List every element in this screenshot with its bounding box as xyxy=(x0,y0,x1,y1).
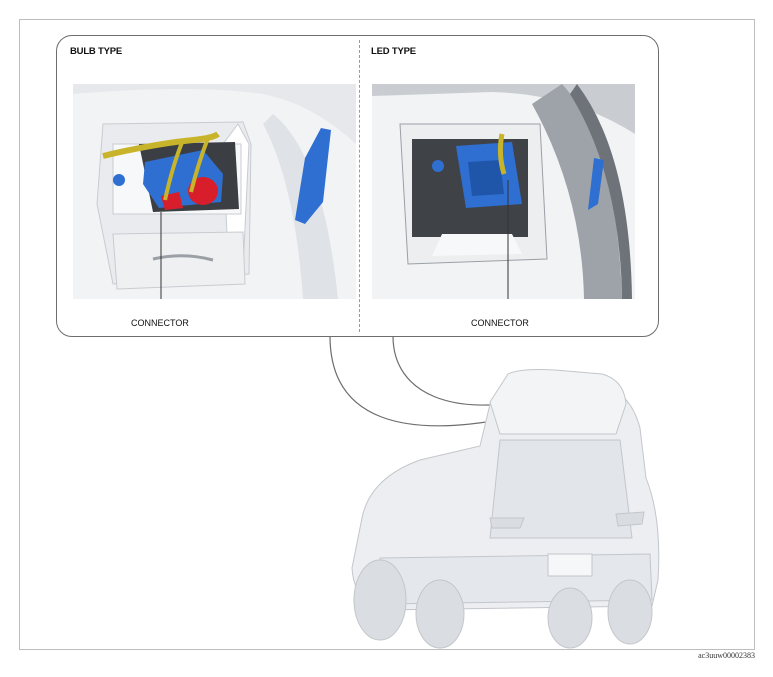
figure-code: ac3uuw00002383 xyxy=(698,651,755,660)
led-type-photo xyxy=(372,84,635,299)
led-type-title: LED TYPE xyxy=(371,46,416,57)
bulb-type-title: BULB TYPE xyxy=(70,46,123,57)
panel-divider xyxy=(359,40,360,332)
vehicle-rear-illustration xyxy=(351,369,660,649)
bulb-connector-label: CONNECTOR xyxy=(131,318,189,328)
led-connector-label: CONNECTOR xyxy=(471,318,529,328)
bulb-type-photo xyxy=(73,84,356,299)
